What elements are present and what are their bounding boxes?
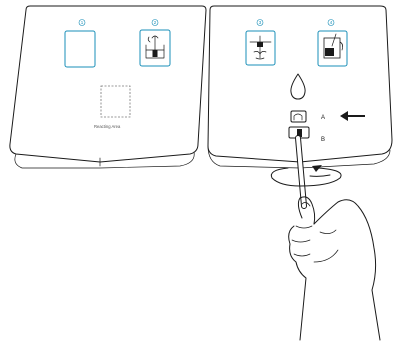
step-3-badge [256,19,264,26]
step-4-box [317,30,348,67]
step-2: 2 [139,19,171,67]
step-1: 1 [64,19,96,68]
reacting-area-label: Reacting Area [94,124,121,129]
slot-a: A [290,110,325,123]
left-arrow-icon [340,111,365,121]
step-3-illustration-icon [249,35,272,60]
hand-icon [288,196,381,341]
step-2-number: 2 [154,20,157,25]
step-2-badge [151,19,159,26]
step-3: 3 [245,19,276,66]
step-1-box [64,30,96,68]
step-4-illustration-icon [323,33,344,59]
reacting-area-box [100,85,131,118]
step-3-number: 3 [259,20,262,25]
step-4-number: 4 [330,20,333,25]
water-drop-icon [290,73,306,100]
step-4-badge [327,19,335,26]
left-tray [9,5,207,169]
step-2-illustration-icon [145,35,165,59]
slot-b: B [288,126,325,143]
step-2-box [139,29,171,67]
step-4: 4 [317,19,348,67]
swab-stick-icon [295,135,307,209]
step-1-number: 1 [81,20,84,25]
reacting-area: Reacting Area [94,85,131,129]
rotate-arrow-icon [270,165,342,187]
step-1-badge [78,19,86,26]
step-3-box [245,30,276,66]
label-b: B [321,137,325,143]
label-a: A [321,115,325,121]
